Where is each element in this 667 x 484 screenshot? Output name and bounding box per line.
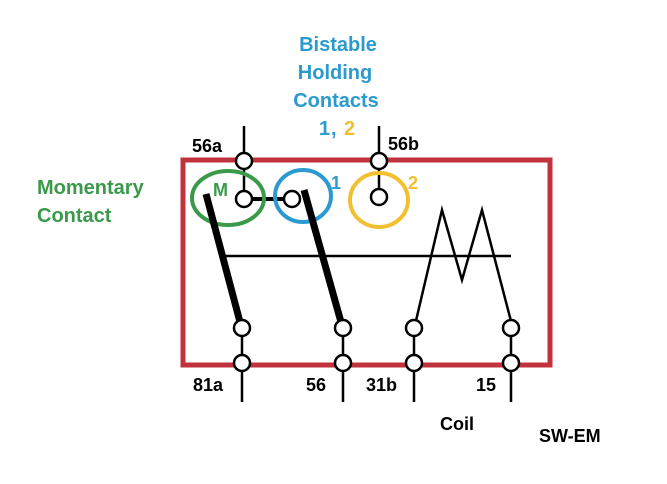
terminal-56b-node xyxy=(369,151,389,171)
bottom-terminal-31b xyxy=(404,318,424,402)
bottom-terminal-56 xyxy=(333,318,353,402)
holding-1-marker: 1 xyxy=(331,173,341,193)
title-number-1: 1 xyxy=(319,118,330,140)
title-line-2: Holding xyxy=(298,62,372,84)
title-line-1: Bistable xyxy=(299,34,377,56)
holding-1-ring xyxy=(273,168,333,224)
momentary-label-line-2: Contact xyxy=(37,205,112,227)
momentary-marker: M xyxy=(213,180,228,200)
title-comma: , xyxy=(331,118,337,140)
title-number-2: 2 xyxy=(344,118,355,140)
holding-2-marker: 2 xyxy=(408,173,418,193)
holding-2-fixed-contact xyxy=(369,187,389,207)
bottom-terminal-15 xyxy=(501,318,521,402)
housing-outline xyxy=(180,157,553,368)
terminal-label-56: 56 xyxy=(306,375,326,395)
bottom-terminal-81a xyxy=(232,318,252,402)
switch-blade-81a xyxy=(202,193,244,323)
momentary-label-line-1: Momentary xyxy=(37,177,145,199)
terminal-label-56b: 56b xyxy=(388,134,419,154)
terminal-label-15: 15 xyxy=(476,375,496,395)
terminal-label-81a: 81a xyxy=(193,375,224,395)
momentary-ring xyxy=(190,169,266,227)
terminal-56a-node xyxy=(234,151,254,171)
momentary-fixed-contact xyxy=(234,189,254,209)
model-label: SW-EM xyxy=(539,426,601,446)
coil-winding xyxy=(413,205,514,326)
coil-label: Coil xyxy=(440,414,474,434)
terminal-label-56a: 56a xyxy=(192,136,223,156)
holding-2-ring xyxy=(348,171,410,229)
holding-1-fixed-contact xyxy=(282,189,302,209)
title-line-3: Contacts xyxy=(293,90,379,112)
terminal-label-31b: 31b xyxy=(366,375,397,395)
